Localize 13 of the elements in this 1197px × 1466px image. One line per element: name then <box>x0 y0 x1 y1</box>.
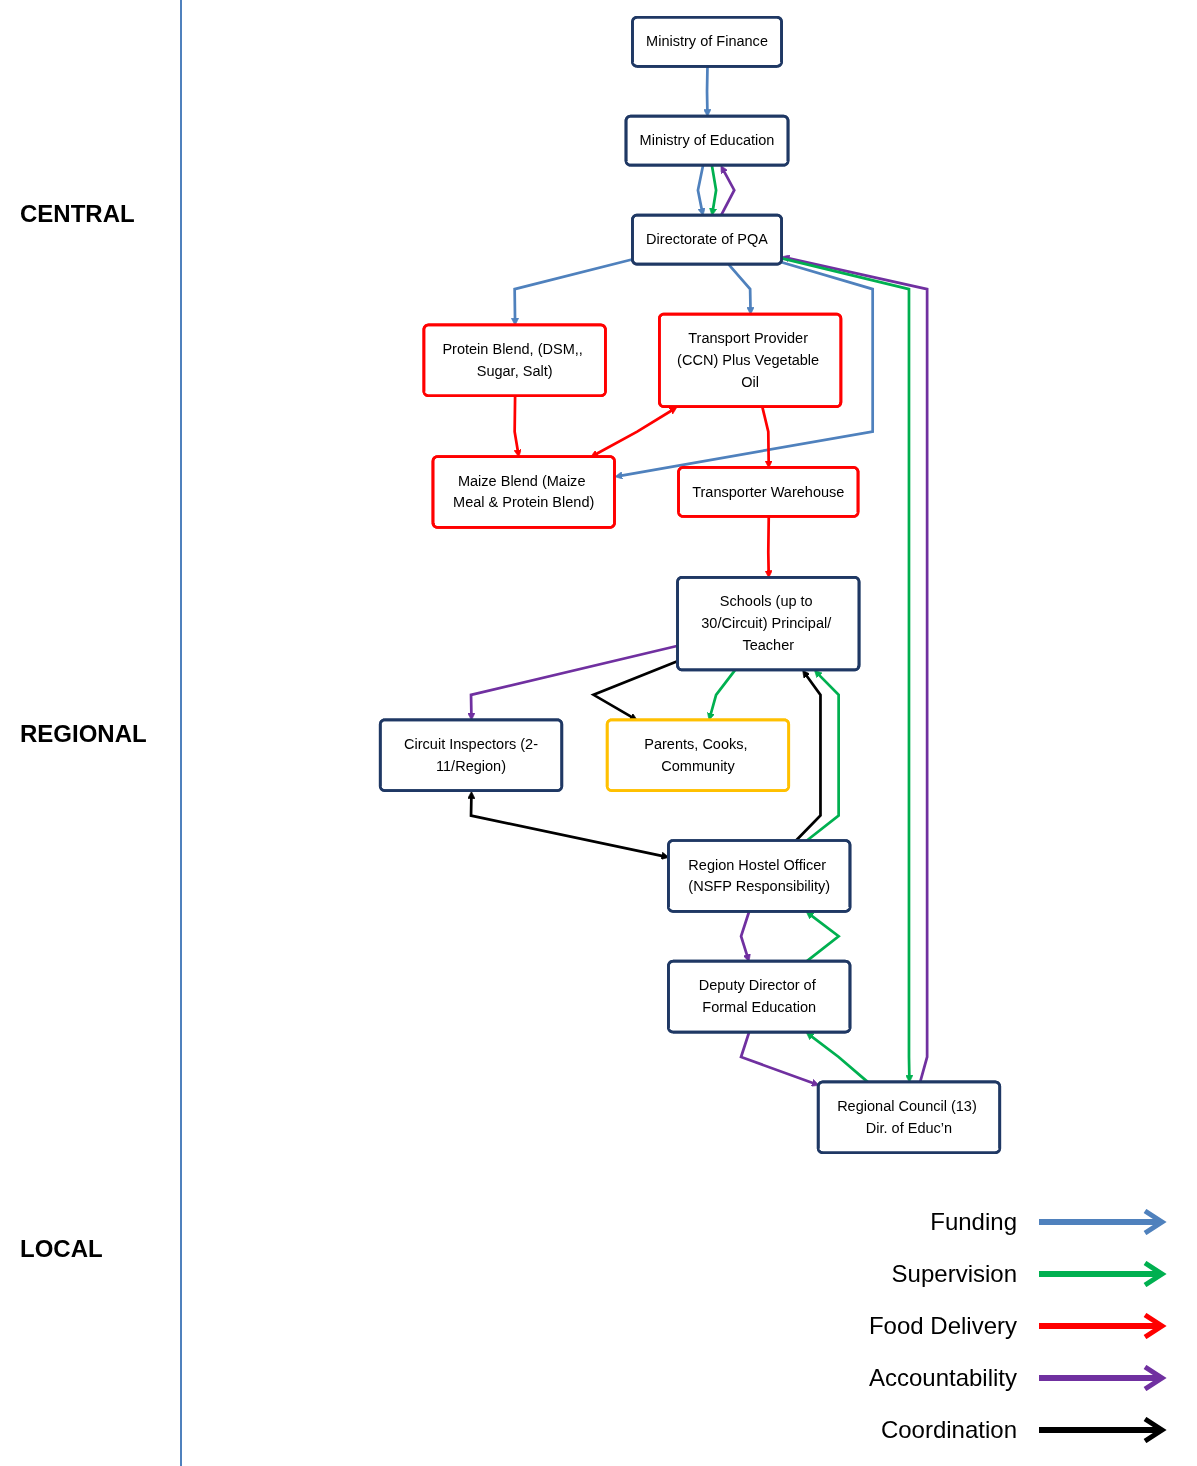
arrow <box>696 165 706 216</box>
zone-label: LOCAL <box>20 1235 103 1263</box>
legend-label: Funding <box>930 1208 1017 1236</box>
legend-label: Supervision <box>891 1260 1017 1288</box>
legend-label: Food Delivery <box>868 1312 1017 1340</box>
legend-label: Accountability <box>868 1364 1017 1392</box>
arrow <box>703 66 712 117</box>
arrow <box>739 1032 820 1087</box>
legend-label: Coordination <box>880 1416 1017 1444</box>
arrow <box>709 165 718 216</box>
zone-label: REGIONAL <box>20 720 147 748</box>
arrow <box>614 260 875 480</box>
zone-label: CENTRAL <box>20 200 135 228</box>
